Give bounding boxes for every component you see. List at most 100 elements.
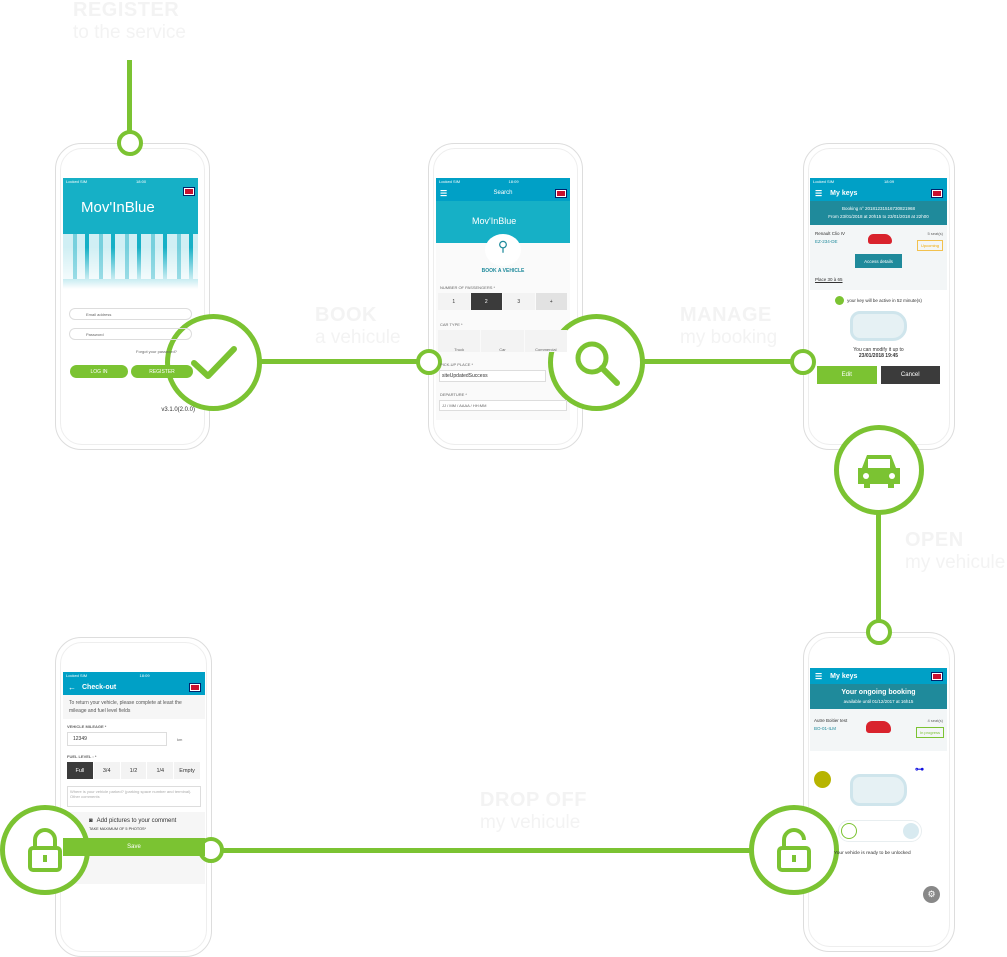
status-badge: Upcoming xyxy=(916,240,943,251)
edit-button[interactable]: Edit xyxy=(817,366,877,384)
logo: Mov'InBlue xyxy=(81,199,155,216)
fuel-option[interactable]: Empty xyxy=(174,762,200,779)
unlock-icon xyxy=(903,823,919,839)
car-type-commercial[interactable]: Commercial xyxy=(524,330,567,352)
modify-text: You can modify it up to xyxy=(853,347,904,353)
back-arrow-icon[interactable]: ← xyxy=(68,682,76,692)
ready-message: Your vehicle is ready to be unlocked xyxy=(834,851,911,856)
mileage-unit: km xyxy=(177,736,183,742)
seats: 5 seat(s) xyxy=(927,231,943,236)
step-title: BOOK xyxy=(315,304,377,326)
connector-line xyxy=(876,512,881,622)
departure-label: DEPARTURE * xyxy=(440,392,467,397)
mileage-label: VEHICLE MILEAGE * xyxy=(67,724,107,729)
passenger-option[interactable]: 2 xyxy=(470,293,502,310)
uk-flag-icon[interactable] xyxy=(931,188,943,198)
carrier: Locked SIM xyxy=(813,179,835,184)
menu-icon[interactable]: ☰ xyxy=(815,188,823,198)
search-icon xyxy=(548,314,645,411)
car-name: Autre Boitier test xyxy=(814,718,848,723)
connector-line xyxy=(258,359,418,364)
place-link[interactable]: Place 30 à 65 xyxy=(815,277,843,282)
car-image xyxy=(866,721,891,733)
fuel-option[interactable]: 3/4 xyxy=(93,762,120,779)
connector-node xyxy=(790,349,816,375)
password-input[interactable]: Password xyxy=(69,328,192,340)
fuel-option[interactable]: 1/2 xyxy=(120,762,147,779)
fuel-option[interactable]: 1/4 xyxy=(147,762,174,779)
mileage-input[interactable]: 12349 xyxy=(67,732,167,746)
connector-node xyxy=(866,619,892,645)
forgot-password-link[interactable]: Forgot your password? xyxy=(136,349,177,354)
pump-icon[interactable] xyxy=(814,771,831,788)
menu-icon[interactable]: ☰ xyxy=(440,188,448,198)
step-subtitle: my booking xyxy=(680,327,778,348)
available-until: available until 01/12/2017 at 16h15 xyxy=(843,699,914,704)
connector-node xyxy=(416,349,442,375)
step-title: REGISTER xyxy=(73,0,180,21)
car-plate: BO-01-ILM xyxy=(814,726,837,731)
login-button[interactable]: LOG IN xyxy=(70,365,128,378)
car-name: Renault Clio IV xyxy=(815,231,846,236)
pickup-select[interactable]: siteUpdatedSuccess xyxy=(439,370,546,382)
step-subtitle: my vehicule xyxy=(905,552,1006,573)
search-icon: ⚲ xyxy=(485,234,521,266)
clock: 18:09 xyxy=(508,179,519,184)
status-badge: In progress xyxy=(915,727,944,738)
booking-period: From 23/01/2018 at 20h15 to 23/01/2018 a… xyxy=(828,214,929,219)
car-type-car[interactable]: Car xyxy=(481,330,524,352)
key-message: your key will be active in 52 minute(s) xyxy=(847,298,922,303)
uk-flag-icon[interactable] xyxy=(931,671,943,681)
settings-gear-icon[interactable]: ⚙ xyxy=(923,886,940,903)
connector-line xyxy=(88,848,752,853)
car-type-truck[interactable]: Truck xyxy=(438,330,481,352)
header-title: Search xyxy=(493,190,513,196)
step-subtitle: a vehicule xyxy=(315,327,401,348)
unlock-icon xyxy=(749,805,839,895)
fuel-label: FUEL LEVEL : * xyxy=(67,754,97,759)
clock: 18:09 xyxy=(884,179,895,184)
access-details-button[interactable]: Access details xyxy=(855,254,902,268)
header-title: My keys xyxy=(830,672,858,680)
passenger-option[interactable]: 3 xyxy=(503,293,535,310)
uk-flag-icon[interactable] xyxy=(555,188,567,198)
header-title: Check-out xyxy=(82,683,117,691)
unlock-slider[interactable] xyxy=(838,820,922,842)
photos-note: TAKE MAXIMUM OF 5 PHOTOS* xyxy=(89,827,147,831)
uk-flag-icon[interactable] xyxy=(183,187,195,196)
passengers-label: NUMBER OF PASSENGERS * xyxy=(440,285,496,290)
connector-line xyxy=(640,359,795,364)
intro-text: To return your vehicle, please complete … xyxy=(69,700,182,714)
menu-icon[interactable]: ☰ xyxy=(815,671,823,681)
pickup-label: PICK-UP PLACE * xyxy=(440,362,474,367)
fuel-option[interactable]: Full xyxy=(67,762,93,779)
ongoing-booking-screen: ☰ My keys Your ongoing booking available u… xyxy=(810,668,947,910)
add-pictures-button[interactable]: Add pictures to your comment xyxy=(96,818,177,824)
uk-flag-icon[interactable] xyxy=(189,682,201,692)
lock-icon[interactable] xyxy=(841,823,857,839)
camera-icon[interactable]: ◙ xyxy=(89,818,93,824)
ongoing-heading: Your ongoing booking xyxy=(841,689,916,696)
modify-date: 23/01/2018 19:45 xyxy=(858,353,899,359)
register-button[interactable]: REGISTER xyxy=(131,365,193,378)
passenger-option[interactable]: + xyxy=(535,293,567,310)
carrier: Locked SIM xyxy=(439,179,461,184)
seats: 4 seat(s) xyxy=(927,718,943,723)
cancel-button[interactable]: Cancel xyxy=(880,366,940,384)
carrier: Locked SIM xyxy=(66,673,88,678)
departure-input[interactable]: JJ / MM / AAAA / HH:MM xyxy=(439,400,567,411)
car-top-icon xyxy=(850,774,907,806)
comment-textarea[interactable]: Where is your vehicle parked? (parking s… xyxy=(67,786,201,807)
save-button[interactable]: Save xyxy=(63,838,205,856)
check-icon xyxy=(165,314,262,411)
city-illustration xyxy=(63,234,198,279)
passenger-option[interactable]: 1 xyxy=(438,293,470,310)
car-icon xyxy=(834,425,924,515)
email-input[interactable]: Email address xyxy=(69,308,192,320)
